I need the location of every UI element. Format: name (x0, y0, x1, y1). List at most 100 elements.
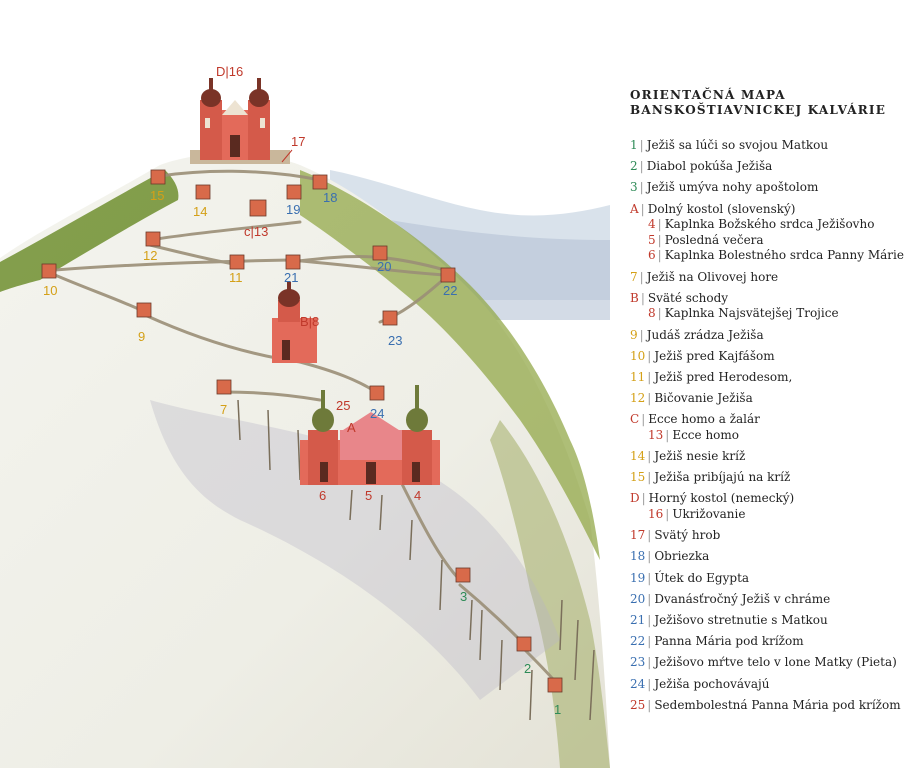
legend-list: 1|Ježiš sa lúči so svojou Matkou 2|Diabol… (630, 138, 915, 713)
map-label-20: 20 (377, 259, 391, 274)
legend-item-text: Posledná večera (664, 232, 764, 247)
legend-item-number: 11 (630, 369, 646, 384)
legend-item-number: C (630, 412, 640, 427)
legend-item: 22|Panna Mária pod krížom (630, 634, 915, 649)
legend-item-number: 9 (630, 327, 638, 342)
legend-item-number: 19 (630, 570, 646, 585)
legend-separator: | (641, 491, 646, 506)
legend-item: 4|Kaplnka Božského srdca Ježišovho (630, 217, 915, 232)
legend-item-number: B (630, 290, 639, 305)
legend-separator: | (647, 591, 652, 606)
map-label-10: 10 (43, 283, 57, 298)
legend-item-number: 18 (630, 549, 646, 564)
legend-separator: | (647, 634, 652, 649)
map-label-11: 11 (229, 270, 243, 285)
forest-left (0, 170, 179, 292)
legend-item: 25|Sedembolestná Panna Mária pod krížom (630, 698, 915, 713)
map-label-22: 22 (443, 283, 457, 298)
map-label-17: 17 (291, 134, 305, 149)
legend-item-text: Ukrižovanie (672, 507, 746, 521)
legend-item-text: Svätý hrob (654, 528, 721, 543)
legend-separator: | (647, 570, 652, 585)
legend-separator: | (647, 655, 652, 670)
legend-item-text: Kaplnka Božského srdca Ježišovho (664, 217, 875, 232)
map-label-19: 19 (286, 202, 300, 217)
legend-title-line2: banskoštiavnickej kalvárie (630, 103, 887, 117)
legend-title: Orientačná mapa banskoštiavnickej kalvár… (630, 88, 915, 118)
legend-item-text: Horný kostol (nemecký) (648, 491, 795, 506)
legend-item-text: Sväté schody (647, 290, 729, 305)
legend-item: 11|Ježiš pred Herodesom, (630, 370, 915, 385)
map-label-24: 24 (370, 406, 384, 421)
legend-item-number: 20 (630, 591, 646, 606)
legend-item-text: Dvanásťročný Ježiš v chráme (654, 591, 831, 606)
legend-item: 8|Kaplnka Najsvätejšej Trojice (630, 306, 915, 321)
map-label-23: 23 (388, 333, 402, 348)
lower-church (300, 385, 440, 485)
legend-item-number: 24 (630, 676, 646, 691)
legend: Orientačná mapa banskoštiavnickej kalvár… (630, 88, 915, 719)
arrow-17 (281, 149, 293, 163)
map-label-A: A (347, 420, 356, 435)
legend-item-number: 10 (630, 348, 646, 363)
legend-separator: | (640, 290, 645, 305)
chapels (41, 169, 563, 693)
legend-item-number: 16 (648, 507, 664, 521)
legend-item-number: 21 (630, 612, 646, 627)
legend-item: 6|Kaplnka Bolestného srdca Panny Márie (630, 248, 915, 263)
legend-item-number: 13 (648, 427, 664, 442)
legend-item-text: Ježiš umýva nohy apoštolom (646, 180, 819, 195)
legend-item-text: Obriezka (654, 549, 710, 564)
legend-separator: | (647, 676, 652, 691)
legend-item: 23|Ježišovo mŕtve telo v lone Matky (Pie… (630, 655, 915, 670)
legend-item-number: 25 (630, 697, 646, 712)
map-label-D16: D|16 (216, 64, 243, 79)
legend-item-text: Ježiša pribíjajú na kríž (654, 470, 791, 485)
map-label-3: 3 (460, 589, 467, 604)
map-label-7: 7 (220, 402, 227, 417)
map-label-21: 21 (284, 270, 298, 285)
map-label-1: 1 (554, 702, 561, 717)
legend-item-text: Ecce homo a žalár (648, 412, 760, 427)
legend-item-number: 17 (630, 528, 646, 543)
legend-item-number: A (630, 201, 639, 216)
legend-item: 24|Ježiša pochovávajú (630, 677, 915, 692)
legend-item: 19|Útek do Egypta (630, 571, 915, 586)
legend-separator: | (641, 412, 646, 427)
legend-item-text: Diabol pokúša Ježiša (646, 159, 773, 174)
legend-item: 1|Ježiš sa lúči so svojou Matkou (630, 138, 915, 153)
shadow-slope (150, 400, 560, 700)
legend-item-number: 6 (648, 248, 656, 263)
legend-item: 15|Ježiša pribíjajú na kríž (630, 470, 915, 485)
legend-item: 16|Ukrižovanie (630, 507, 915, 522)
legend-item-text: Sedembolestná Panna Mária pod krížom (654, 697, 901, 712)
map-label-B8: B|8 (300, 314, 319, 329)
legend-item-number: 23 (630, 655, 646, 670)
legend-item: C|Ecce homo a žalár (630, 412, 915, 427)
legend-item: 20|Dvanásťročný Ježiš v chráme (630, 592, 915, 607)
legend-separator: | (657, 306, 662, 321)
legend-item: 2|Diabol pokúša Ježiša (630, 159, 915, 174)
legend-item: B|Sväté schody (630, 291, 915, 306)
legend-item-text: Ježiš pred Kajfášom (654, 348, 775, 363)
legend-item: 14|Ježiš nesie kríž (630, 449, 915, 464)
legend-item: 18|Obriezka (630, 549, 915, 564)
legend-separator: | (647, 369, 652, 384)
legend-separator: | (647, 697, 652, 712)
legend-item: A|Dolný kostol (slovenský) (630, 202, 915, 217)
legend-item-text: Bičovanie Ježiša (654, 391, 753, 406)
legend-item-text: Ježiš sa lúči so svojou Matkou (646, 138, 829, 152)
legend-item-text: Ježišovo stretnutie s Matkou (654, 612, 828, 627)
legend-item-text: Kaplnka Najsvätejšej Trojice (664, 306, 839, 321)
legend-item-number: 7 (630, 269, 638, 284)
legend-item: 3|Ježiš umýva nohy apoštolom (630, 180, 915, 195)
map-label-9: 9 (138, 329, 145, 344)
map-label-2: 2 (524, 661, 531, 676)
bare-trees (237, 399, 595, 721)
map-label-4: 4 (414, 488, 421, 503)
map-label-5: 5 (365, 488, 372, 503)
legend-separator: | (665, 427, 670, 442)
legend-item: 12|Bičovanie Ježiša (630, 391, 915, 406)
calvary-map: D|16 17 15 14 19 18 c|13 12 11 21 20 10 … (0, 64, 610, 768)
legend-item-number: 3 (630, 180, 638, 195)
